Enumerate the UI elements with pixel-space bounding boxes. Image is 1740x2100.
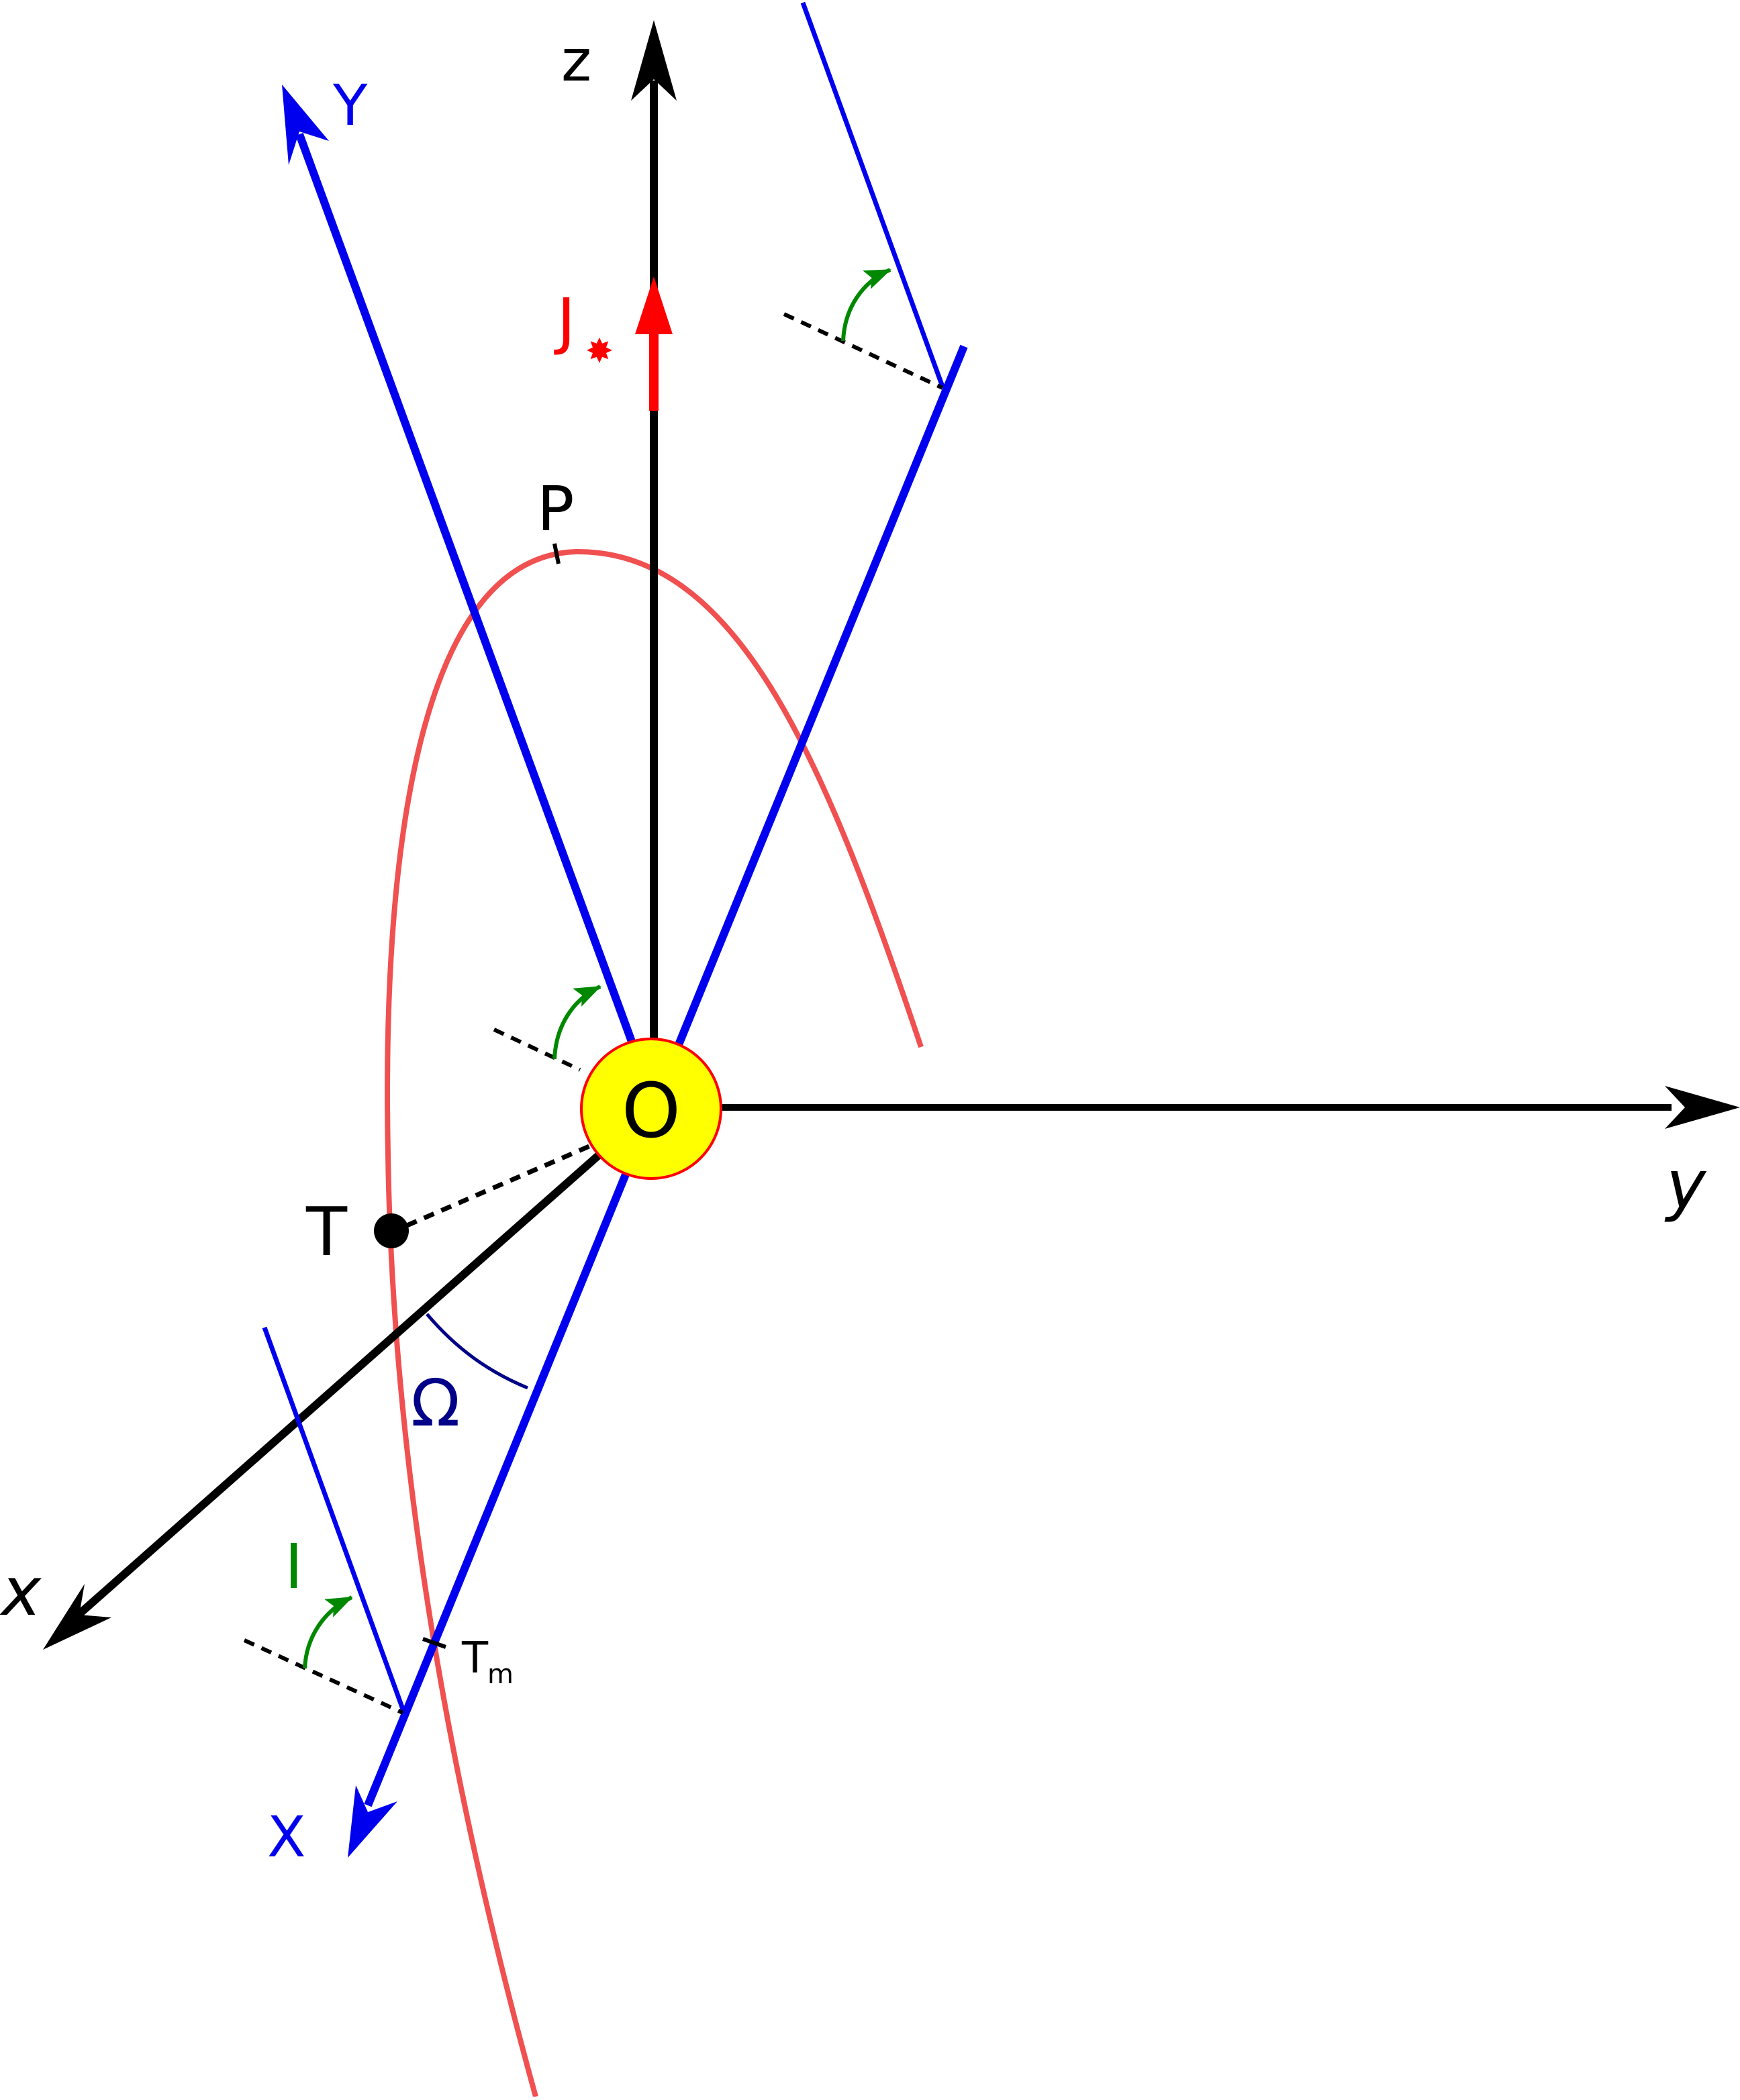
dashed-ref-middle xyxy=(493,1028,581,1072)
y-axis-arrowhead xyxy=(1665,1086,1740,1129)
label-P: P xyxy=(537,473,574,545)
label-y: y xyxy=(1664,1146,1707,1224)
dashed-ref-lower xyxy=(243,1638,404,1715)
label-J: J xyxy=(554,285,575,357)
label-Y: Y xyxy=(332,72,368,138)
dashed-ref-upper xyxy=(783,312,944,390)
sun-circle xyxy=(580,1038,722,1180)
point-T xyxy=(374,1213,409,1248)
plane-edge-upper xyxy=(800,1,945,388)
inclination-arc-lower xyxy=(303,1595,353,1669)
node-angle-arc xyxy=(426,1313,528,1390)
label-z: z xyxy=(561,28,591,95)
label-x: x xyxy=(0,1552,42,1631)
z-axis-arrowhead xyxy=(631,20,677,101)
inclination-arc-upper xyxy=(841,268,891,342)
periapsis-tick xyxy=(552,543,561,564)
x-axis-line xyxy=(71,1147,607,1622)
label-Tm-subscript: m xyxy=(487,1659,514,1690)
node-tick xyxy=(422,1637,446,1649)
label-J-star: ✸ xyxy=(585,332,614,370)
label-T: T xyxy=(305,1193,348,1271)
label-X: X xyxy=(267,1804,306,1870)
orbit-curve xyxy=(385,548,924,2098)
X-axis-arrowhead xyxy=(348,1785,397,1858)
label-O: O xyxy=(622,1068,681,1155)
label-Omega: Ω xyxy=(411,1366,460,1441)
angular-momentum-arrowhead xyxy=(635,277,673,334)
plane-edge-lower xyxy=(262,1326,407,1714)
Y-axis-line xyxy=(295,132,638,1049)
Y-axis-arrowhead xyxy=(282,85,329,165)
inclination-arc-middle xyxy=(552,985,601,1060)
dashed-T-to-O xyxy=(405,1138,603,1228)
label-I: I xyxy=(285,1531,303,1603)
x-axis-arrowhead xyxy=(43,1584,111,1650)
label-Tm: T xyxy=(461,1634,489,1683)
